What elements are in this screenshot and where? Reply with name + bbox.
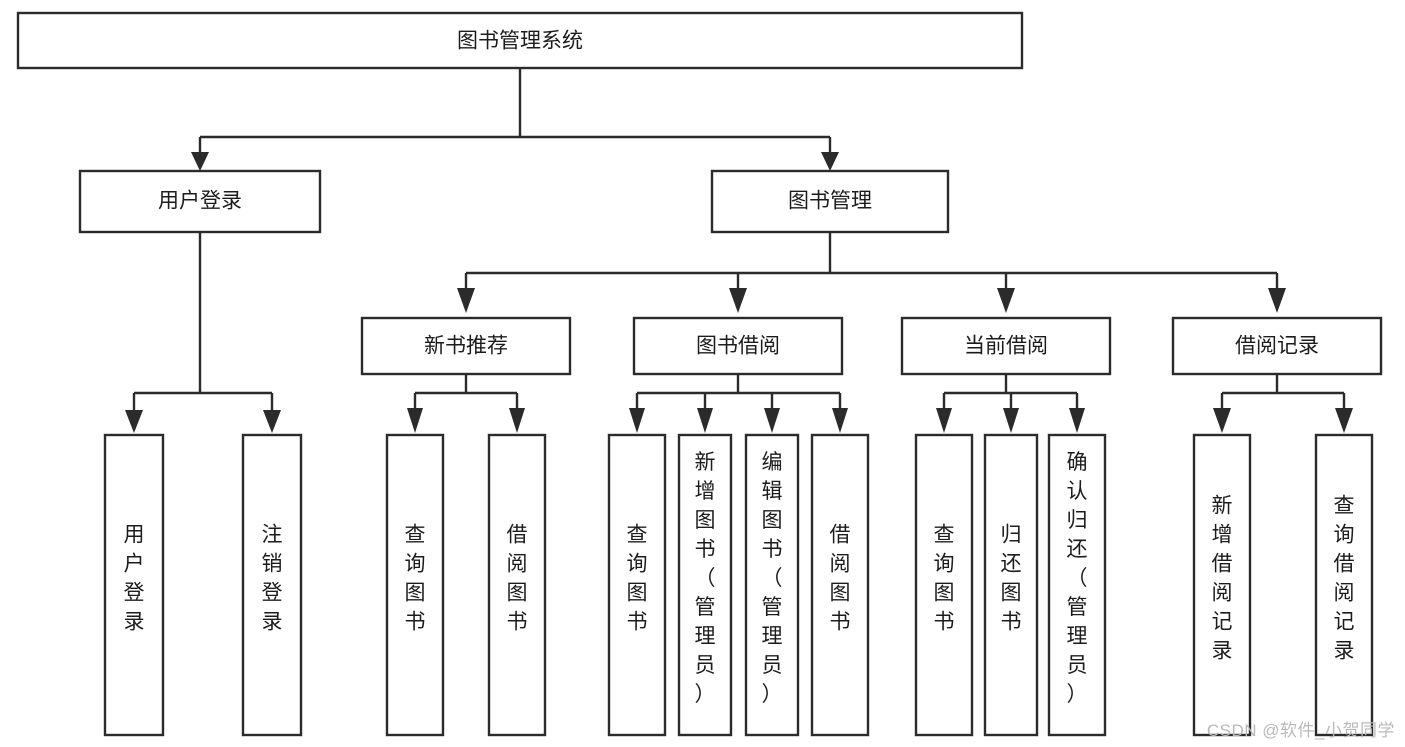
arrow-head-new-book-recommend [457,288,475,313]
node-leaf-user-login[interactable]: 用户登录 [103,433,165,737]
node-leaf-borrow-book-2-box[interactable] [810,433,870,737]
arrow-head-current-borrow [997,288,1015,313]
node-leaf-query-borrow-record-label: 查询借阅记录 [1334,495,1355,663]
node-leaf-add-book-label: 新增图书（管理员） [695,451,716,706]
node-leaf-return-book-box[interactable] [983,433,1039,737]
node-leaf-confirm-return[interactable]: 确认归还（管理员） [1047,433,1107,737]
node-leaf-add-borrow-record-label: 新增借阅记录 [1212,495,1233,663]
node-leaf-query-book-1[interactable]: 查询图书 [385,433,445,737]
node-borrow-record-label: 借阅记录 [1235,335,1319,358]
arrow-head-book-management [821,152,839,171]
node-user-login-label: 用户登录 [158,190,242,213]
node-leaf-add-book-box[interactable] [677,433,733,737]
node-leaf-edit-book-box[interactable] [744,433,800,737]
node-leaf-query-book-3[interactable]: 查询图书 [914,433,974,737]
arrow-head-book-borrow [729,288,747,313]
node-leaf-logout-login[interactable]: 注销登录 [241,433,303,737]
node-leaf-query-book-1-box[interactable] [385,433,445,737]
node-leaf-logout-login-label: 注销登录 [262,524,283,634]
arrow-head-leaf-query-borrow-record [1335,408,1353,433]
node-leaf-return-book[interactable]: 归还图书 [983,433,1039,737]
node-current-borrow-box[interactable] [900,316,1112,376]
node-user-login-box[interactable] [78,169,322,234]
node-new-book-recommend-box[interactable] [360,316,572,376]
node-leaf-add-borrow-record-box[interactable] [1192,433,1252,737]
node-leaf-query-book-2-label: 查询图书 [627,524,648,634]
arrow-head-leaf-query-book-2 [629,408,645,433]
arrow-head-leaf-edit-book [764,408,780,433]
node-new-book-recommend[interactable]: 新书推荐 [360,316,572,376]
arrow-head-leaf-add-book [697,408,713,433]
arrow-head-leaf-add-borrow-record [1213,408,1231,433]
arrow-head-leaf-confirm-return [1069,408,1085,433]
node-current-borrow-label: 当前借阅 [964,335,1048,358]
arrow-head-leaf-borrow-book-1 [509,408,525,433]
node-book-borrow[interactable]: 图书借阅 [632,316,844,376]
node-new-book-recommend-label: 新书推荐 [424,335,508,358]
node-leaf-query-book-3-label: 查询图书 [934,524,955,634]
node-root[interactable]: 图书管理系统 [16,11,1024,70]
arrow-head-leaf-user-login [125,410,143,433]
arrow-head-user-login [191,152,209,171]
node-leaf-confirm-return-box[interactable] [1047,433,1107,737]
node-leaf-return-book-label: 归还图书 [1001,524,1022,634]
arrow-head-leaf-query-book-3 [936,408,952,433]
arrow-head-leaf-return-book [1003,408,1019,433]
node-leaf-query-book-2-box[interactable] [607,433,667,737]
node-leaf-logout-login-box[interactable] [241,433,303,737]
arrow-head-leaf-borrow-book-2 [832,408,848,433]
node-current-borrow[interactable]: 当前借阅 [900,316,1112,376]
arrow-head-borrow-record [1268,288,1286,313]
node-book-borrow-label: 图书借阅 [696,335,780,358]
node-leaf-query-borrow-record-box[interactable] [1314,433,1374,737]
node-leaf-user-login-box[interactable] [103,433,165,737]
node-root-box[interactable] [16,11,1024,70]
node-leaf-query-book-2[interactable]: 查询图书 [607,433,667,737]
node-leaf-borrow-book-2-label: 借阅图书 [830,524,851,634]
node-leaf-query-book-3-box[interactable] [914,433,974,737]
node-leaf-add-borrow-record[interactable]: 新增借阅记录 [1192,433,1252,737]
node-leaf-edit-book-label: 编辑图书（管理员） [762,451,783,706]
node-leaf-user-login-label: 用户登录 [124,524,145,634]
node-book-management-box[interactable] [710,169,950,234]
node-leaf-borrow-book-1-label: 借阅图书 [507,524,528,634]
arrow-head-leaf-logout-login [263,410,281,433]
node-book-borrow-box[interactable] [632,316,844,376]
node-borrow-record[interactable]: 借阅记录 [1171,316,1383,376]
csdn-watermark: CSDN @软件_小贺同学 [1206,721,1395,740]
node-book-management[interactable]: 图书管理 [710,169,950,234]
node-leaf-confirm-return-label: 确认归还（管理员） [1067,451,1088,706]
node-leaf-edit-book[interactable]: 编辑图书（管理员） [744,433,800,737]
node-leaf-borrow-book-1-box[interactable] [487,433,547,737]
node-leaf-add-book[interactable]: 新增图书（管理员） [677,433,733,737]
node-leaf-borrow-book-2[interactable]: 借阅图书 [810,433,870,737]
node-book-management-label: 图书管理 [788,190,872,213]
node-user-login[interactable]: 用户登录 [78,169,322,234]
arrow-head-leaf-query-book-1 [407,408,423,433]
node-borrow-record-box[interactable] [1171,316,1383,376]
node-leaf-query-borrow-record[interactable]: 查询借阅记录 [1314,433,1374,737]
node-leaf-query-book-1-label: 查询图书 [405,524,426,634]
node-leaf-borrow-book-1[interactable]: 借阅图书 [487,433,547,737]
connector-layer [125,68,1353,433]
node-root-label: 图书管理系统 [457,30,583,53]
